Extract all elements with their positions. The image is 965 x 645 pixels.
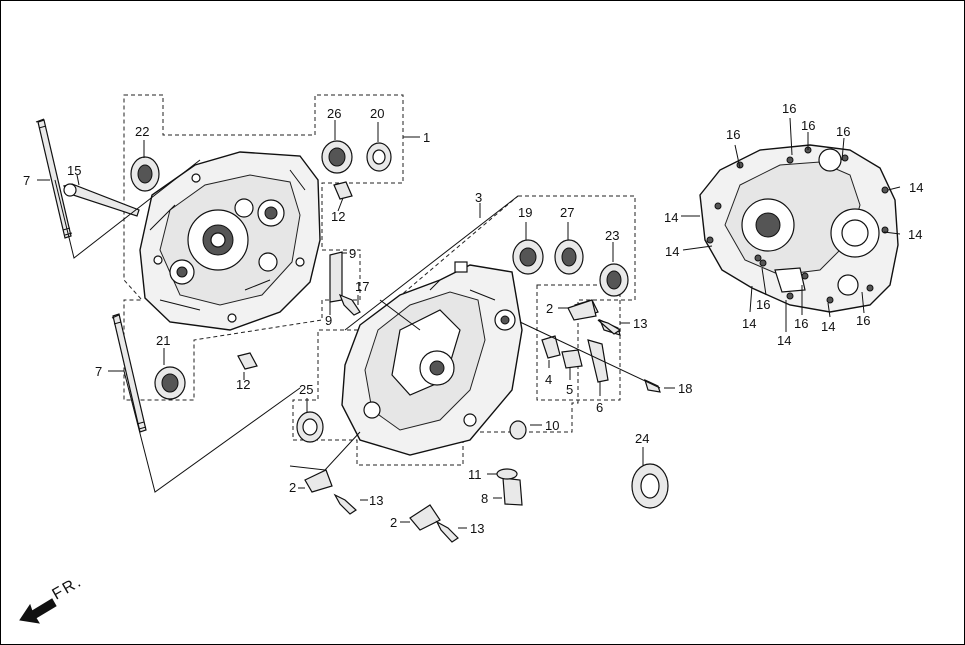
callout-21: 21 — [156, 333, 170, 348]
callout-12: 12 — [236, 377, 250, 392]
callout-16: 16 — [782, 101, 796, 116]
callout-8: 8 — [481, 491, 488, 506]
callout-numbers: 1 2 2 2 3 4 5 6 7 7 8 9 9 10 11 12 12 13… — [23, 101, 923, 536]
front-arrow-icon — [19, 598, 57, 624]
callout-9: 9 — [325, 313, 332, 328]
callout-14: 14 — [777, 333, 791, 348]
callout-11: 11 — [468, 467, 482, 482]
left-group-bearings — [130, 140, 392, 400]
callout-27: 27 — [560, 205, 574, 220]
callout-12: 12 — [331, 209, 345, 224]
callout-13: 13 — [470, 521, 484, 536]
damper-group-outline — [536, 284, 621, 401]
callout-7: 7 — [23, 173, 30, 188]
callout-24: 24 — [635, 431, 649, 446]
upper-stud — [37, 119, 72, 239]
right-crankcase-half — [341, 261, 523, 456]
callout-3: 3 — [475, 190, 482, 205]
callout-23: 23 — [605, 228, 619, 243]
callout-2: 2 — [289, 480, 296, 495]
callout-14: 14 — [908, 227, 922, 242]
left-crankcase-half — [139, 151, 321, 331]
callout-4: 4 — [545, 372, 552, 387]
damper-parts — [541, 299, 661, 393]
leader-lines — [37, 117, 901, 529]
group-outlines — [123, 94, 636, 466]
right-group-bearings — [296, 239, 669, 509]
callout-15: 15 — [67, 163, 81, 178]
callout-2: 2 — [546, 301, 553, 316]
callout-13: 13 — [633, 316, 647, 331]
callout-14: 14 — [821, 319, 835, 334]
callout-17: 17 — [355, 279, 369, 294]
callout-22: 22 — [135, 124, 149, 139]
callout-14: 14 — [909, 180, 923, 195]
bolt-17 — [338, 293, 361, 316]
callout-18: 18 — [678, 381, 692, 396]
callout-16: 16 — [836, 124, 850, 139]
dowel-pin-12b — [237, 352, 258, 370]
callout-16: 16 — [801, 118, 815, 133]
callout-7: 7 — [95, 364, 102, 379]
callout-26: 26 — [327, 106, 341, 121]
callout-5: 5 — [566, 382, 573, 397]
callout-6: 6 — [596, 400, 603, 415]
callout-1: 1 — [423, 130, 430, 145]
callout-2: 2 — [390, 515, 397, 530]
clamp-plates — [304, 299, 622, 543]
callout-9: 9 — [349, 246, 356, 261]
callout-14: 14 — [665, 244, 679, 259]
callout-16: 16 — [756, 297, 770, 312]
long-studs — [35, 118, 147, 433]
callout-20: 20 — [370, 106, 384, 121]
callout-16: 16 — [794, 316, 808, 331]
front-direction-label: FR. — [50, 573, 86, 604]
callout-16: 16 — [726, 127, 740, 142]
callout-13: 13 — [369, 493, 383, 508]
right-crankcase-group-outline — [292, 195, 636, 466]
lower-stud — [112, 313, 147, 433]
callout-16: 16 — [856, 313, 870, 328]
callout-10: 10 — [545, 418, 559, 433]
left-crankcase-group-outline — [123, 94, 404, 401]
callout-14: 14 — [664, 210, 678, 225]
callout-14: 14 — [742, 316, 756, 331]
callout-19: 19 — [518, 205, 532, 220]
callout-25: 25 — [299, 382, 313, 397]
dowel-pin-12a — [333, 181, 353, 200]
front-direction-marker: FR. — [19, 573, 86, 624]
crankcase-right-view — [699, 144, 899, 313]
